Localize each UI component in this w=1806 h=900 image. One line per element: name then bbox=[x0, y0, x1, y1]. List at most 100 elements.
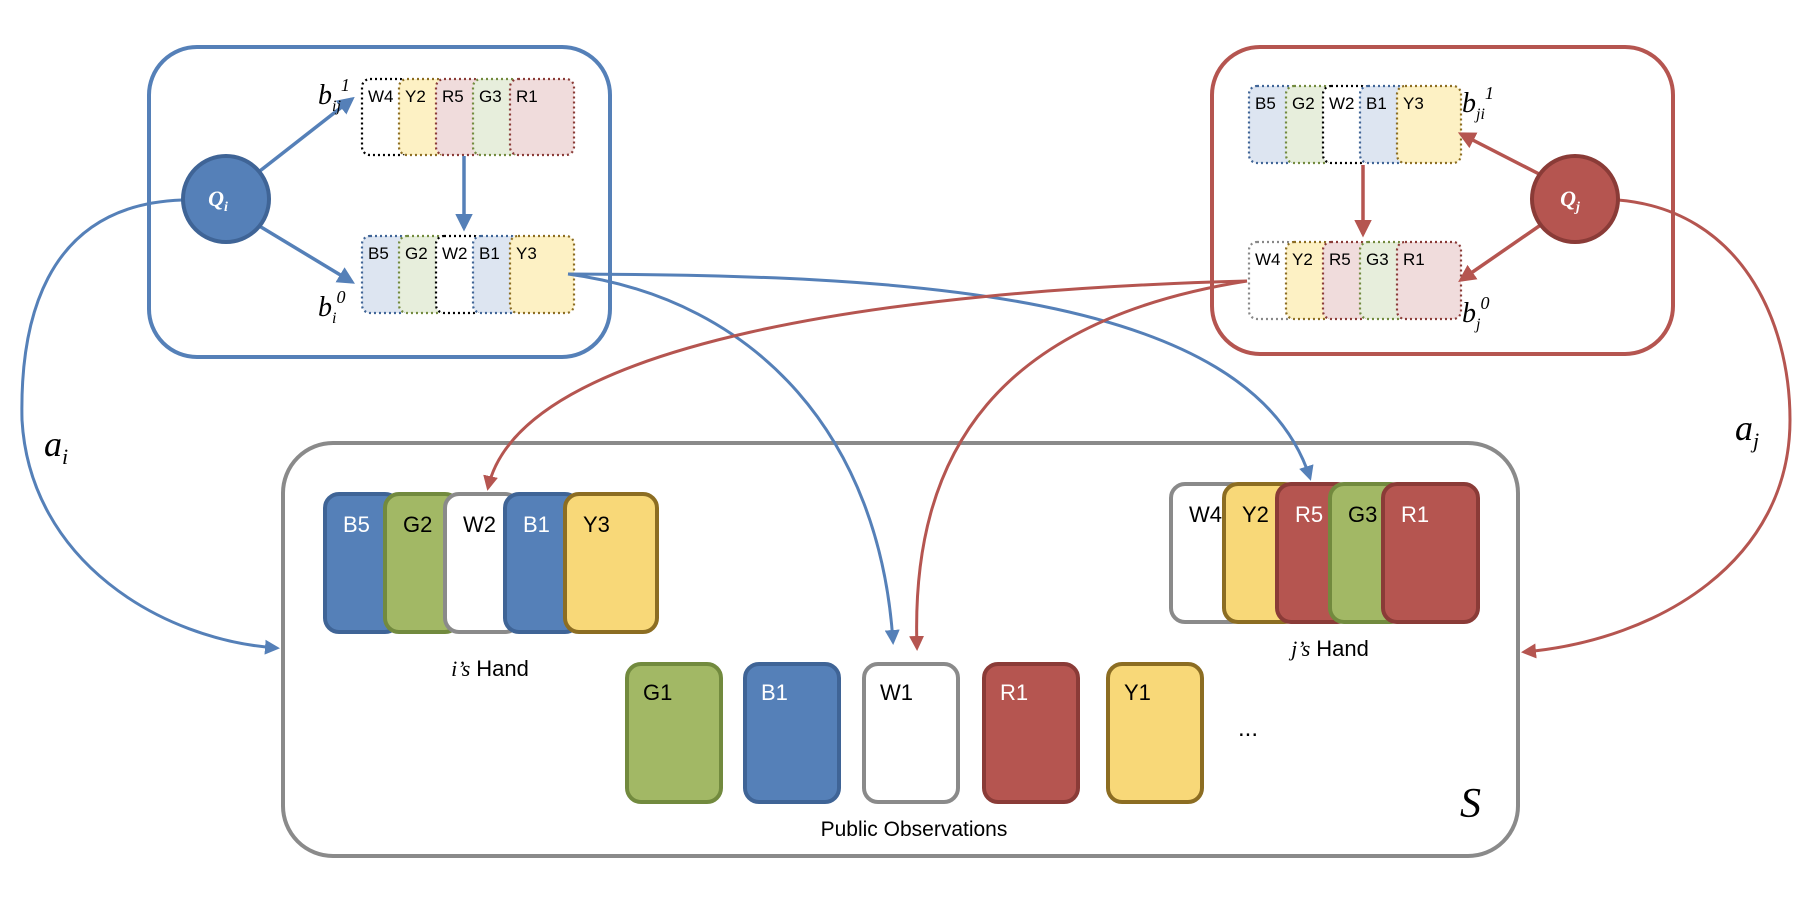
arrow-bj0-to-i-hand bbox=[483, 279, 1248, 491]
belief-j-about-i-cards: B5 G2 W2 B1 Y3 bbox=[1247, 84, 1463, 165]
arrow-qj-to-bj0 bbox=[1458, 220, 1546, 282]
state-label: S bbox=[1460, 781, 1481, 827]
action-j-label: aj bbox=[1735, 408, 1759, 453]
svg-text:Qj: Qj bbox=[1560, 186, 1580, 215]
q-j-node: Qj bbox=[1530, 154, 1620, 244]
action-i-label: ai bbox=[44, 424, 68, 469]
bj0-card-y2 bbox=[1284, 240, 1334, 321]
public-card-w1 bbox=[862, 662, 960, 804]
public-card-label: B1 bbox=[761, 680, 788, 705]
arrow-bi0-to-j-hand bbox=[567, 272, 1314, 481]
public-observations-label: Public Observations bbox=[821, 818, 1008, 841]
svg-text:Qi: Qi bbox=[208, 186, 228, 215]
public-card-b1 bbox=[743, 662, 841, 804]
i-hand-cards: B5 G2 W2 B1 Y3 bbox=[323, 492, 659, 634]
q-i-subscript: i bbox=[224, 200, 228, 215]
public-card-y1 bbox=[1106, 662, 1204, 804]
arrow-bi0-to-public bbox=[567, 272, 900, 645]
belief-bi0-label: bi0 bbox=[318, 287, 345, 327]
bij1-card-y2 bbox=[397, 77, 447, 157]
j-hand-card-label: R1 bbox=[1401, 502, 1429, 527]
bij1-card-w4 bbox=[360, 77, 410, 157]
bj0-card-label: R1 bbox=[1403, 250, 1425, 269]
belief-bij1-label: bij1 bbox=[318, 75, 350, 115]
bij1-card-label: G3 bbox=[479, 87, 502, 106]
belief-i-about-j-cards: W4 Y2 R5 G3 R1 bbox=[360, 77, 576, 157]
i-hand-card-y3 bbox=[563, 492, 659, 634]
q-j-subscript: j bbox=[1574, 200, 1580, 215]
belief-bj0-label: bj0 bbox=[1462, 293, 1489, 333]
bj0-card-r5 bbox=[1321, 240, 1371, 321]
arrow-action-i bbox=[20, 198, 280, 655]
bji1-card-label: B1 bbox=[1366, 94, 1387, 113]
bji1-card-w2 bbox=[1321, 84, 1371, 165]
q-j-label: Q bbox=[1560, 186, 1576, 211]
public-card-label: R1 bbox=[1000, 680, 1028, 705]
state-box bbox=[281, 441, 1520, 858]
bi0-card-b1 bbox=[471, 234, 521, 315]
bi0-card-g2 bbox=[397, 234, 447, 315]
bji1-card-label: Y3 bbox=[1403, 94, 1424, 113]
bj0-card-g3 bbox=[1358, 240, 1408, 321]
public-card-label: W1 bbox=[880, 680, 913, 705]
belief-i-own-cards: B5 G2 W2 B1 Y3 bbox=[360, 234, 576, 315]
agent-i-box bbox=[147, 45, 612, 359]
j-hand-card-r1 bbox=[1381, 482, 1480, 624]
bi0-card-label: Y3 bbox=[516, 244, 537, 263]
bi0-card-label: B5 bbox=[368, 244, 389, 263]
public-card-label: G1 bbox=[643, 680, 672, 705]
bji1-card-b5 bbox=[1247, 84, 1297, 165]
i-hand-card-label: W2 bbox=[463, 512, 496, 537]
public-observation-cards: G1 B1 W1 R1 Y1 bbox=[625, 662, 1204, 804]
bji1-card-b1 bbox=[1358, 84, 1408, 165]
j-hand-card-label: G3 bbox=[1348, 502, 1377, 527]
belief-bji1-label: bji1 bbox=[1462, 83, 1494, 123]
bij1-card-label: R5 bbox=[442, 87, 464, 106]
arrow-qj-to-bji1 bbox=[1457, 132, 1544, 178]
i-hand-card-label: Y3 bbox=[583, 512, 610, 537]
public-ellipsis: ... bbox=[1238, 715, 1258, 742]
bji1-card-label: G2 bbox=[1292, 94, 1315, 113]
bij1-card-label: W4 bbox=[368, 87, 394, 106]
arrow-qi-to-bij1 bbox=[254, 96, 355, 176]
q-i-node: Qi bbox=[181, 154, 271, 244]
arrow-bj0-to-public bbox=[909, 279, 1248, 651]
j-hand-card-label: W4 bbox=[1189, 502, 1222, 527]
agent-j-box bbox=[1210, 45, 1675, 356]
bij1-card-g3 bbox=[471, 77, 521, 157]
bij1-card-label: Y2 bbox=[405, 87, 426, 106]
arrow-qi-to-bi0 bbox=[255, 222, 355, 284]
j-hand-cards: W4 Y2 R5 G3 R1 bbox=[1169, 482, 1480, 624]
bi0-card-label: B1 bbox=[479, 244, 500, 263]
bj0-card-w4 bbox=[1247, 240, 1297, 321]
bij1-card-r1 bbox=[508, 77, 576, 157]
i-hand-card-label: B5 bbox=[343, 512, 370, 537]
bj0-card-label: Y2 bbox=[1292, 250, 1313, 269]
bij1-card-label: R1 bbox=[516, 87, 538, 106]
bij1-card-r5 bbox=[434, 77, 484, 157]
belief-j-own-cards: W4 Y2 R5 G3 R1 bbox=[1247, 240, 1463, 321]
i-hand-card-label: B1 bbox=[523, 512, 550, 537]
i-hand-card-label: G2 bbox=[403, 512, 432, 537]
arrow-action-j bbox=[1521, 198, 1792, 659]
j-hand-card-label: R5 bbox=[1295, 502, 1323, 527]
q-i-label: Q bbox=[208, 186, 224, 211]
bji1-card-y3 bbox=[1395, 84, 1463, 165]
public-card-r1 bbox=[982, 662, 1080, 804]
bji1-card-label: B5 bbox=[1255, 94, 1276, 113]
bi0-card-label: W2 bbox=[442, 244, 468, 263]
bi0-card-w2 bbox=[434, 234, 484, 315]
public-card-g1 bbox=[625, 662, 723, 804]
bj0-card-label: R5 bbox=[1329, 250, 1351, 269]
bj0-card-label: W4 bbox=[1255, 250, 1281, 269]
bji1-card-g2 bbox=[1284, 84, 1334, 165]
j-hand-card-label: Y2 bbox=[1242, 502, 1269, 527]
bj0-card-label: G3 bbox=[1366, 250, 1389, 269]
public-card-label: Y1 bbox=[1124, 680, 1151, 705]
bi0-card-b5 bbox=[360, 234, 410, 315]
bji1-card-label: W2 bbox=[1329, 94, 1355, 113]
bi0-card-label: G2 bbox=[405, 244, 428, 263]
